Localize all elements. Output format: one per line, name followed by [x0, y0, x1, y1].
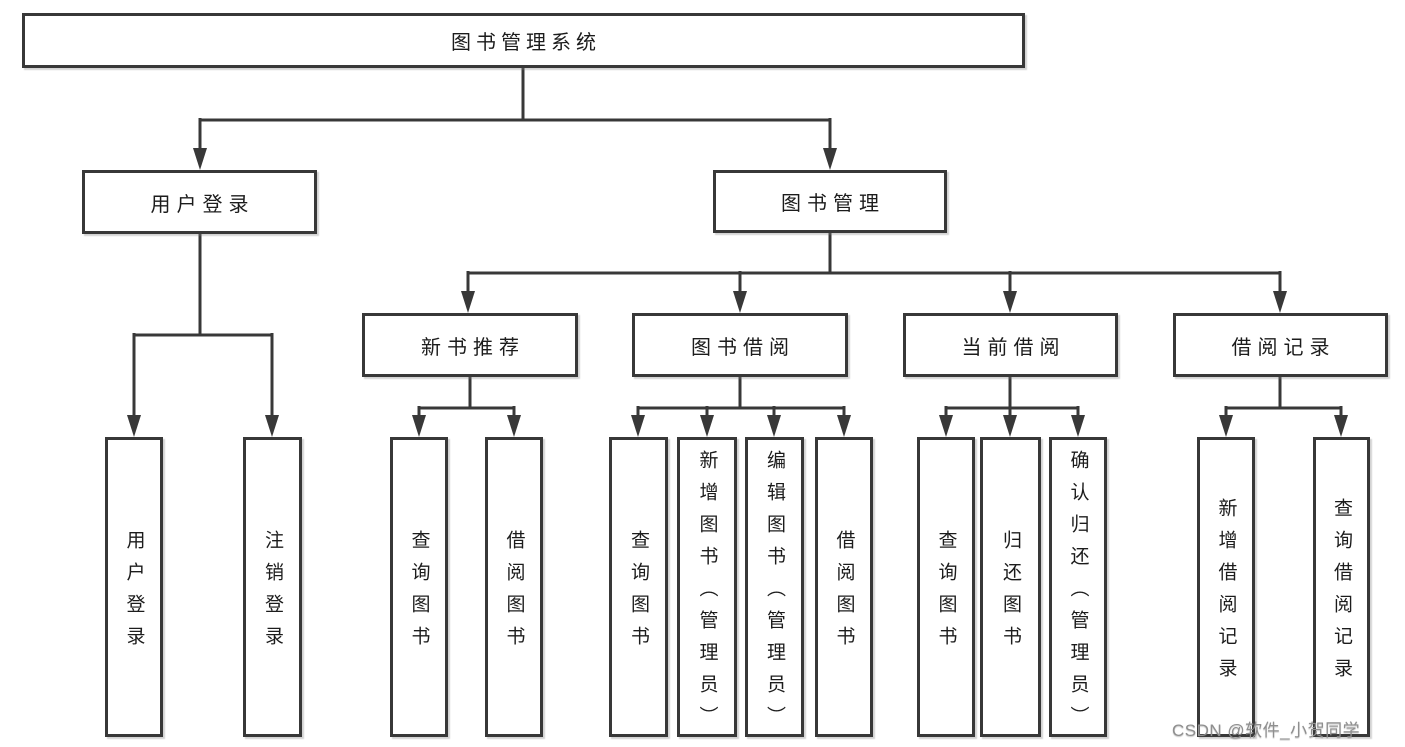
connector-current-borrowing: [939, 377, 1085, 437]
leaf-borrowing-query-book: 查询图书: [609, 437, 668, 737]
node-borrow-records-label: 借阅记录: [1231, 336, 1336, 359]
leaf-current-confirm-return-admin: 确认归还（管理员）: [1049, 437, 1107, 738]
node-book-borrowing: 图书借阅: [632, 313, 848, 377]
connector-user-login: [127, 234, 279, 437]
connector-book-management: [461, 232, 1287, 313]
leaf-borrowing-add-book-admin-label: 新增图书（管理员）: [696, 449, 718, 738]
node-user-login: 用户登录: [82, 170, 317, 234]
connector-root: [193, 68, 837, 170]
leaf-borrowing-borrow-book-label: 借阅图书: [833, 529, 855, 658]
leaf-recommend-borrow-book: 借阅图书: [485, 437, 543, 737]
node-new-book-recommend-label: 新书推荐: [421, 336, 525, 359]
leaf-borrowing-add-book-admin: 新增图书（管理员）: [677, 437, 737, 738]
leaf-recommend-query-book: 查询图书: [390, 437, 448, 737]
node-current-borrowing: 当前借阅: [903, 313, 1118, 377]
leaf-user-login-label: 用户登录: [123, 529, 145, 658]
node-new-book-recommend: 新书推荐: [362, 313, 578, 377]
connector-book-borrowing: [631, 377, 851, 437]
leaf-recommend-borrow-book-label: 借阅图书: [503, 529, 525, 658]
connector-borrow-records: [1219, 377, 1348, 437]
leaf-logout: 注销登录: [243, 437, 302, 737]
leaf-records-query-record: 查询借阅记录: [1313, 437, 1370, 737]
leaf-borrowing-query-book-label: 查询图书: [628, 529, 649, 658]
leaf-current-return-book-label: 归还图书: [1000, 529, 1021, 658]
node-borrow-records: 借阅记录: [1173, 313, 1388, 377]
leaf-current-query-book-label: 查询图书: [935, 529, 957, 658]
leaf-logout-label: 注销登录: [262, 529, 283, 658]
leaf-recommend-query-book-label: 查询图书: [408, 529, 430, 658]
leaf-records-query-record-label: 查询借阅记录: [1331, 497, 1352, 690]
leaf-current-return-book: 归还图书: [980, 437, 1041, 737]
leaf-current-confirm-return-admin-label: 确认归还（管理员）: [1067, 449, 1089, 738]
leaf-borrowing-edit-book-admin: 编辑图书（管理员）: [745, 437, 804, 738]
connector-new-book-recommend: [412, 377, 521, 437]
node-root: 图书管理系统: [22, 13, 1025, 68]
leaf-user-login: 用户登录: [105, 437, 163, 737]
leaf-current-query-book: 查询图书: [917, 437, 975, 737]
leaf-records-add-record-label: 新增借阅记录: [1215, 497, 1237, 690]
node-user-login-label: 用户登录: [150, 193, 255, 216]
node-current-borrowing-label: 当前借阅: [961, 336, 1066, 359]
leaf-records-add-record: 新增借阅记录: [1197, 437, 1255, 737]
node-book-borrowing-label: 图书借阅: [691, 336, 795, 359]
watermark: CSDN @软件_小贺同学: [1172, 721, 1361, 740]
node-book-management: 图书管理: [713, 170, 947, 233]
leaf-borrowing-borrow-book: 借阅图书: [815, 437, 873, 737]
node-root-label: 图书管理系统: [451, 32, 601, 54]
leaf-borrowing-edit-book-admin-label: 编辑图书（管理员）: [764, 449, 785, 738]
node-book-management-label: 图书管理: [781, 193, 885, 215]
